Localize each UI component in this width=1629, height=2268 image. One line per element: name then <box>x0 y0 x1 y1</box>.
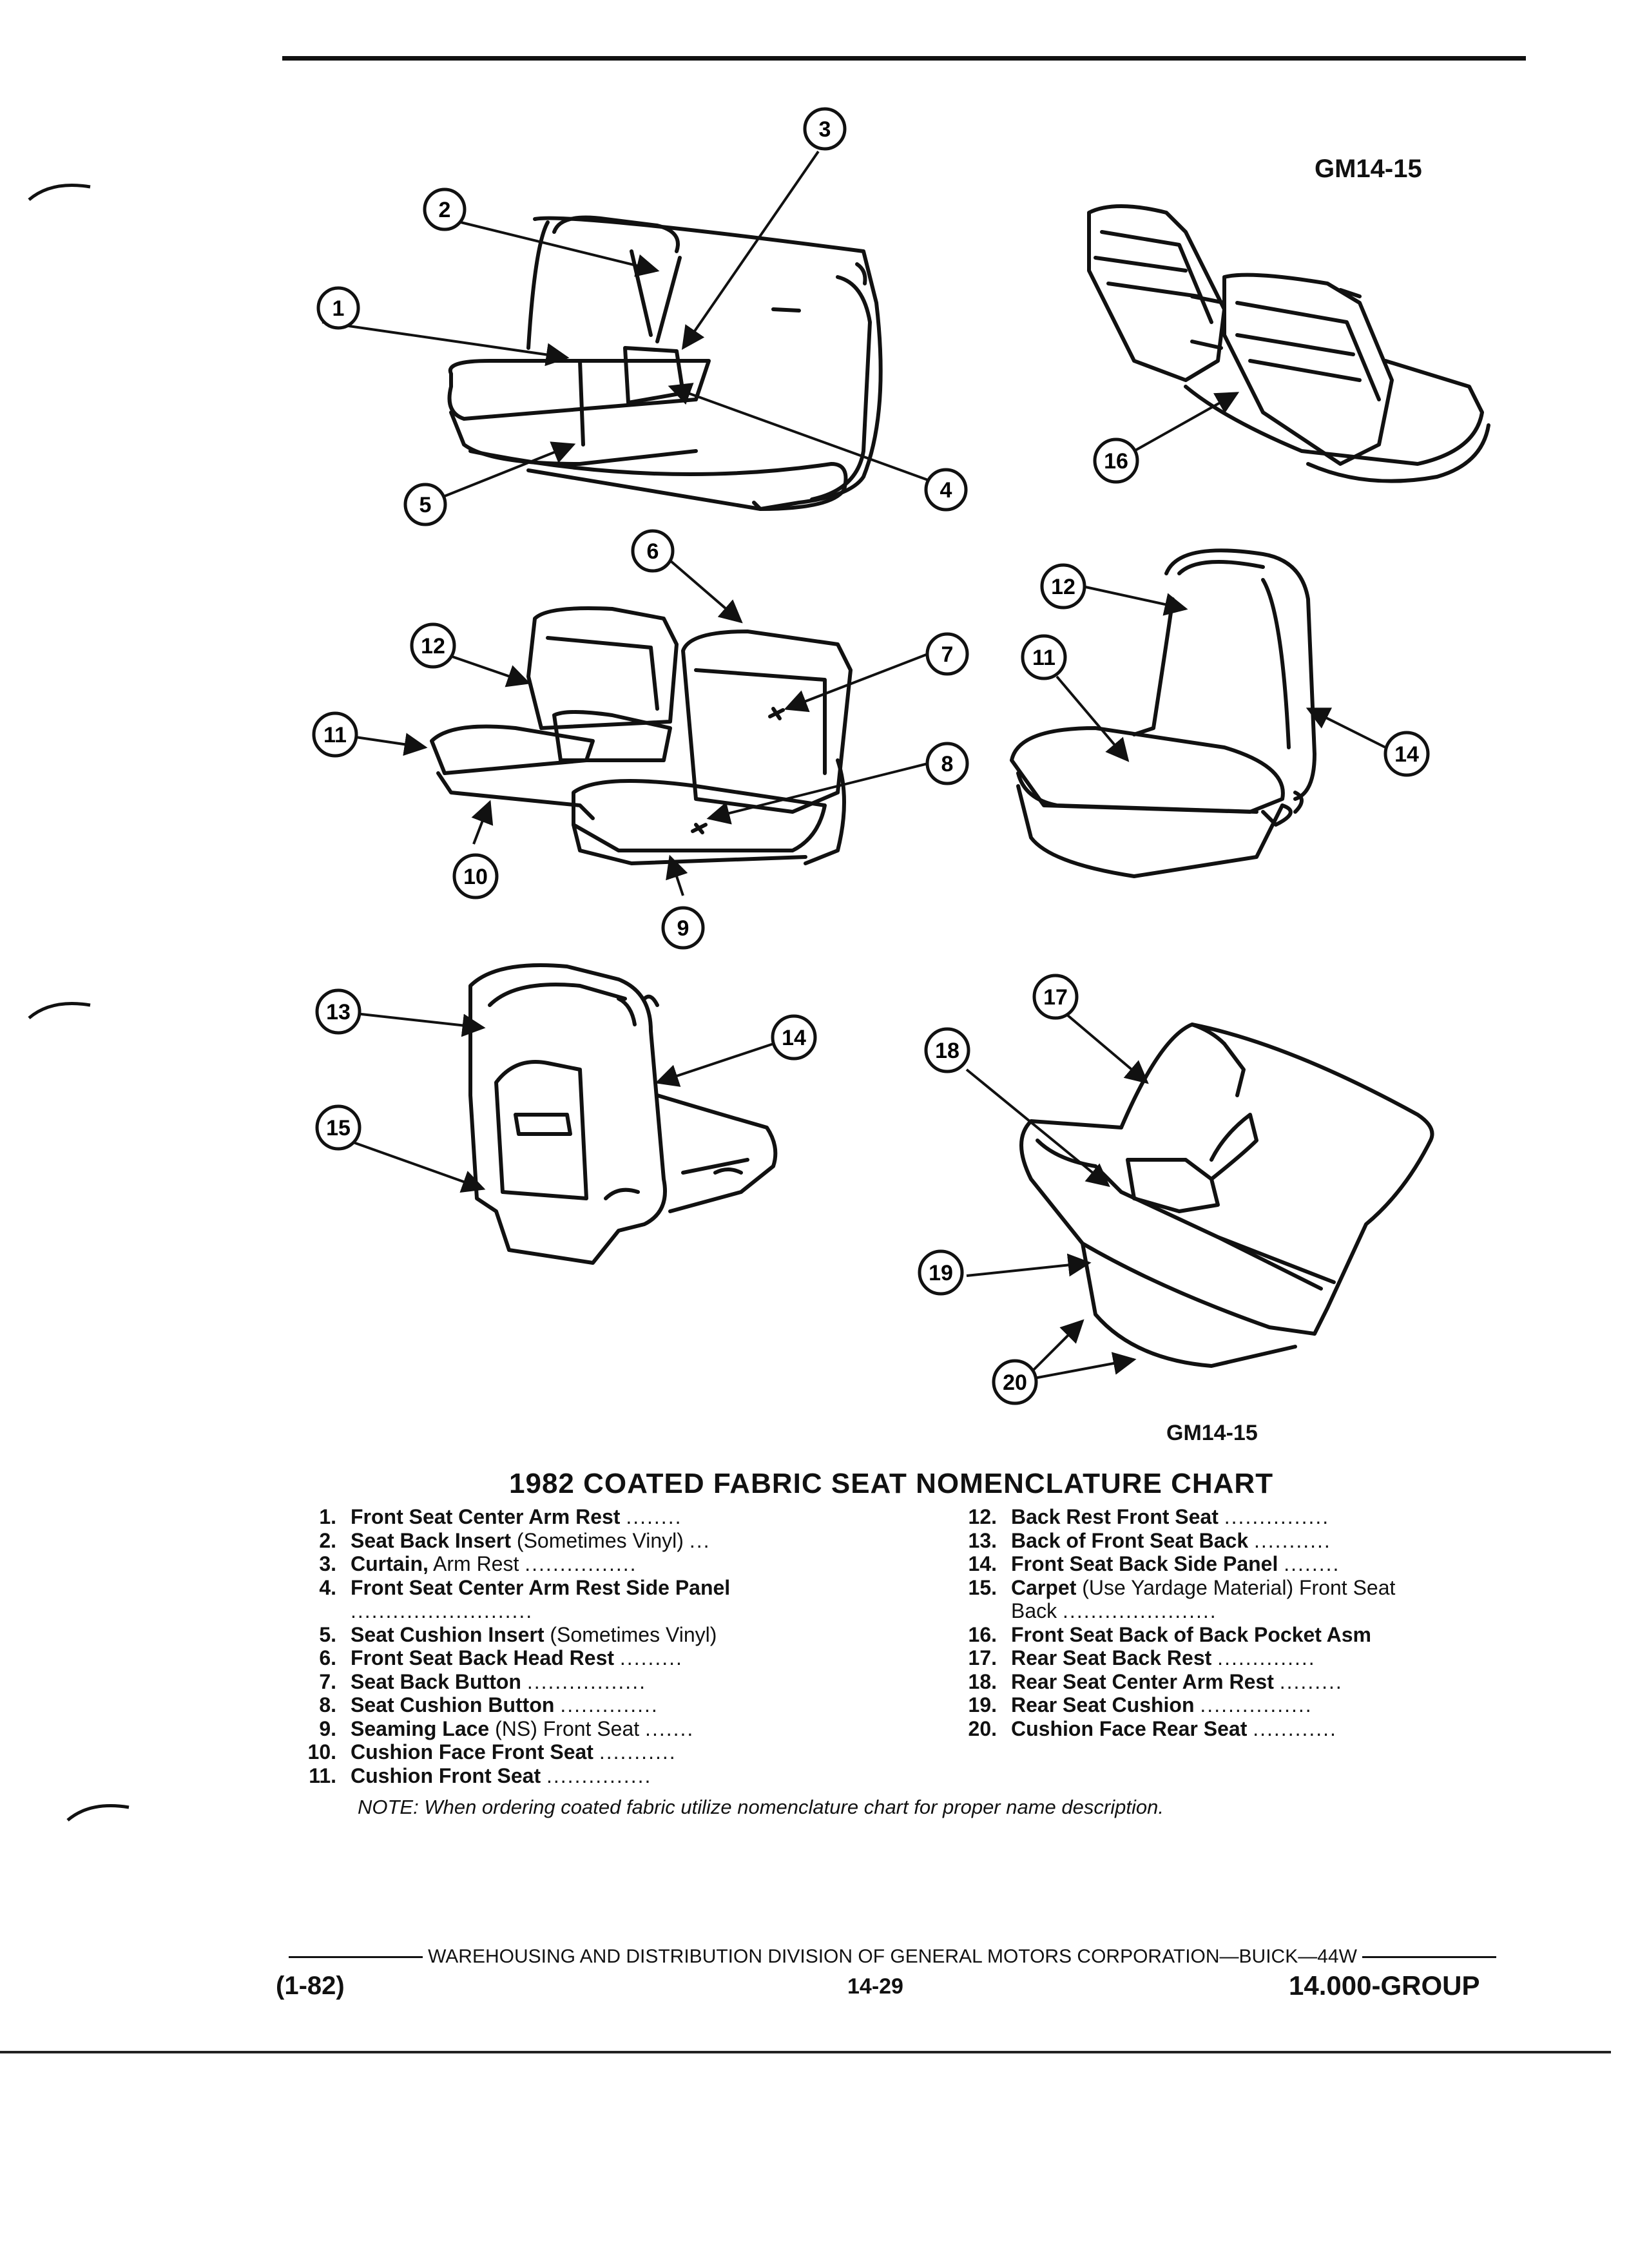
callout-14: 14 <box>771 1014 817 1061</box>
seat-illustration: 1 2 3 4 5 6 7 8 9 10 11 12 12 11 14 13 1… <box>312 107 1490 1405</box>
footer-division: WAREHOUSING AND DISTRIBUTION DIVISION OF… <box>428 1946 1357 1967</box>
svg-text:14: 14 <box>1394 742 1419 767</box>
callout-1: 1 <box>316 286 360 330</box>
svg-text:16: 16 <box>1104 449 1128 474</box>
callout-11: 11 <box>312 711 358 758</box>
legend-entry: 5.Seat Cushion Insert (Sometimes Vinyl) <box>319 1622 717 1646</box>
callout-13: 13 <box>315 988 361 1035</box>
legend-entry: 4.Front Seat Center Arm Rest Side Panel … <box>319 1575 731 1623</box>
split-bench-seat-drawing <box>430 606 853 865</box>
callout-15: 15 <box>315 1104 361 1151</box>
callout-5: 5 <box>403 483 447 526</box>
legend-entry: 10.Cushion Face Front Seat ........... <box>307 1740 677 1763</box>
legend-entry: 7.Seat Back Button ................. <box>319 1669 646 1693</box>
svg-text:9: 9 <box>677 916 689 941</box>
legend-entry: 6.Front Seat Back Head Rest ......... <box>319 1646 683 1669</box>
callout-10: 10 <box>452 853 499 899</box>
svg-text:8: 8 <box>941 752 954 776</box>
svg-text:12: 12 <box>421 634 445 658</box>
rear-seat-drawing <box>1019 1023 1434 1368</box>
legend-entry: 20.Cushion Face Rear Seat ............ <box>968 1716 1337 1740</box>
chart-title: 1982 COATED FABRIC SEAT NOMENCLATURE CHA… <box>509 1468 1274 1499</box>
svg-text:18: 18 <box>935 1039 959 1063</box>
callout-12-bucket: 12 <box>1040 563 1086 610</box>
callout-16: 16 <box>1093 437 1139 484</box>
legend-entry: 16.Front Seat Back of Back Pocket Asm <box>968 1622 1371 1646</box>
svg-text:20: 20 <box>1003 1370 1027 1395</box>
svg-text:1: 1 <box>333 296 345 321</box>
binder-mark-icon <box>66 1804 130 1821</box>
footer-group: 14.000-GROUP <box>1289 1970 1480 2001</box>
legend-entry: 2.Seat Back Insert (Sometimes Vinyl) ... <box>319 1528 711 1552</box>
svg-text:19: 19 <box>929 1261 953 1285</box>
seat-back-rear-drawing <box>468 963 778 1265</box>
legend-entry: 18.Rear Seat Center Arm Rest ......... <box>968 1669 1343 1693</box>
binder-mark-icon <box>28 1002 91 1019</box>
binder-mark-icon <box>28 184 91 201</box>
footer-date: (1-82) <box>276 1972 345 2000</box>
legend-entry: 15.Carpet (Use Yardage Material) Front S… <box>968 1575 1396 1623</box>
callout-19: 19 <box>918 1249 964 1296</box>
pocket-seat-drawing <box>1087 204 1490 483</box>
svg-text:3: 3 <box>819 117 831 142</box>
svg-text:6: 6 <box>647 539 659 564</box>
legend-entry: 14.Front Seat Back Side Panel ........ <box>968 1552 1340 1575</box>
legend-entry: 19.Rear Seat Cushion ................ <box>968 1693 1313 1716</box>
legend-entry: 8.Seat Cushion Button .............. <box>319 1693 659 1716</box>
callout-2: 2 <box>423 187 467 231</box>
ordering-note: NOTE: When ordering coated fabric utiliz… <box>358 1796 1164 1818</box>
callout-11-bucket: 11 <box>1021 634 1067 680</box>
leader-lines <box>322 150 1386 1380</box>
svg-text:17: 17 <box>1043 985 1068 1010</box>
legend-entry: 12.Back Rest Front Seat ............... <box>968 1505 1330 1528</box>
figure-code-bottom: GM14-15 <box>1166 1421 1258 1445</box>
legend-entry: 17.Rear Seat Back Rest .............. <box>968 1646 1316 1669</box>
callout-14-bucket: 14 <box>1383 731 1430 777</box>
callout-17: 17 <box>1032 974 1079 1020</box>
svg-text:13: 13 <box>326 1000 351 1024</box>
legend-entry: 3.Curtain, Arm Rest ................ <box>319 1552 637 1575</box>
legend-right-column: 12.Back Rest Front Seat ............... … <box>938 1505 1414 1740</box>
bottom-rule <box>0 2051 1611 2053</box>
callout-18: 18 <box>924 1027 970 1073</box>
callouts: 1 2 3 4 5 6 7 8 9 10 11 12 12 11 14 13 1… <box>312 107 1430 1405</box>
callout-7: 7 <box>925 632 969 676</box>
legend-left-column: 1.Front Seat Center Arm Rest ........ 2.… <box>277 1505 767 1787</box>
footer-division-line: WAREHOUSING AND DISTRIBUTION DIVISION OF… <box>284 1946 1501 1968</box>
top-rule <box>282 56 1526 61</box>
callout-3: 3 <box>803 107 847 151</box>
callout-8: 8 <box>925 742 969 785</box>
svg-text:5: 5 <box>419 493 432 517</box>
legend-entry: 9.Seaming Lace (NS) Front Seat ....... <box>319 1716 695 1740</box>
callout-9: 9 <box>661 906 705 950</box>
svg-text:11: 11 <box>1032 646 1055 670</box>
svg-text:2: 2 <box>439 198 451 222</box>
legend-entry: 13.Back of Front Seat Back ........... <box>968 1528 1331 1552</box>
callout-4: 4 <box>924 468 968 512</box>
legend-entry: 1.Front Seat Center Arm Rest ........ <box>319 1505 682 1528</box>
svg-text:4: 4 <box>940 478 952 503</box>
callout-20: 20 <box>992 1359 1038 1405</box>
svg-text:14: 14 <box>782 1026 806 1050</box>
callout-12: 12 <box>410 622 456 669</box>
callout-6: 6 <box>631 529 675 573</box>
front-bench-seat-drawing <box>447 215 883 511</box>
svg-text:7: 7 <box>941 642 954 667</box>
legend-entry: 11.Cushion Front Seat ............... <box>309 1763 652 1787</box>
svg-text:12: 12 <box>1051 575 1075 599</box>
svg-text:11: 11 <box>323 723 347 747</box>
figure-code-top: GM14-15 <box>1315 155 1422 183</box>
svg-text:15: 15 <box>326 1116 351 1140</box>
footer-page-number: 14-29 <box>847 1974 903 1999</box>
svg-text:10: 10 <box>463 865 488 889</box>
